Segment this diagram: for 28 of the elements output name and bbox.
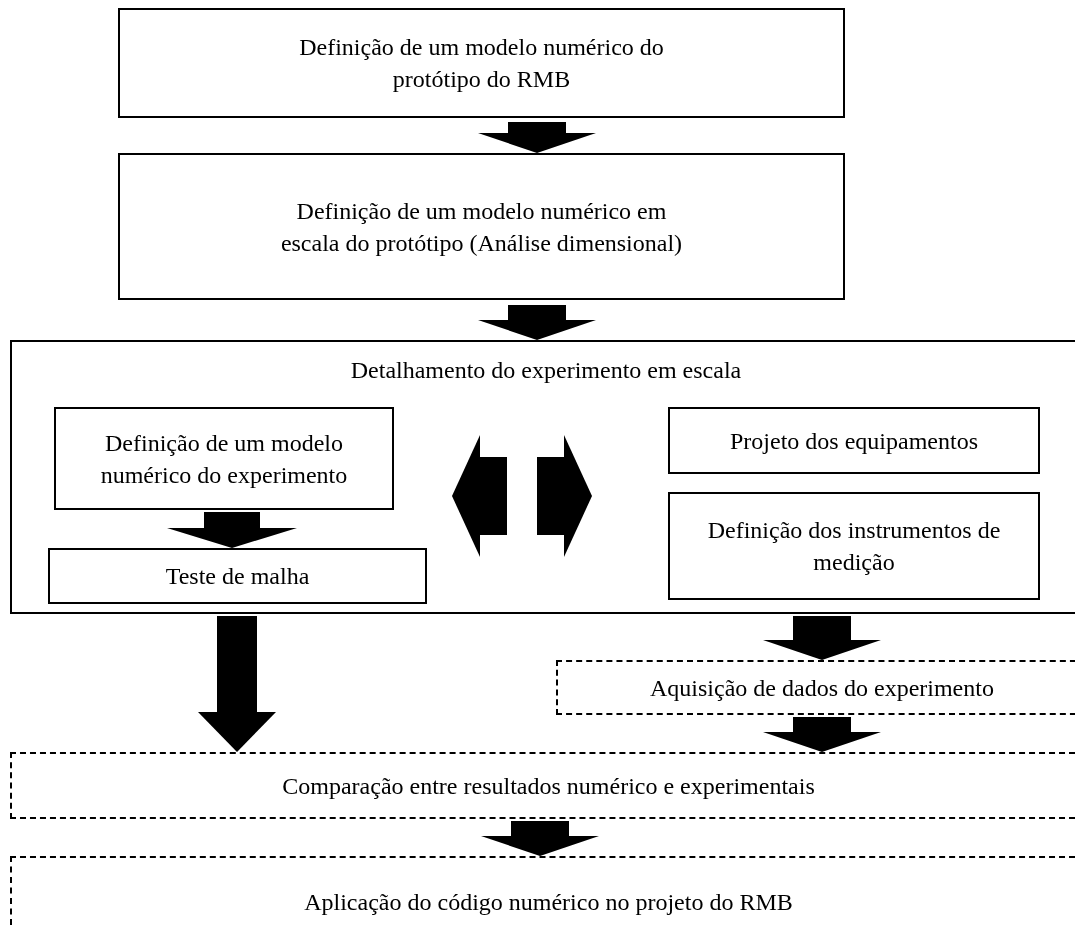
box-text: Comparação entre resultados numérico e experimentais xyxy=(282,771,815,801)
box-text: Definição de um modelo numérico do experimento xyxy=(99,428,349,490)
block-arrow xyxy=(452,435,507,557)
box-text: Aplicação do código numérico no projeto do RMB xyxy=(304,888,793,917)
dashed-process-box xyxy=(10,752,1075,819)
block-arrow xyxy=(167,512,297,548)
block-arrow xyxy=(537,435,592,557)
block-arrow xyxy=(478,122,596,153)
process-box xyxy=(54,407,394,510)
process-box xyxy=(118,8,845,118)
dashed-process-box xyxy=(556,660,1075,715)
box-text: Projeto dos equipamentos xyxy=(730,426,978,456)
block-arrow xyxy=(763,717,881,752)
group-box xyxy=(10,340,1075,614)
block-arrow xyxy=(763,616,881,660)
box-text: Definição dos instrumentos de medição xyxy=(706,516,1002,577)
box-text: Teste de malha xyxy=(165,562,310,591)
process-box xyxy=(118,153,845,300)
box-text: Aquisição de dados do experimento xyxy=(650,673,994,703)
process-box xyxy=(668,407,1040,474)
process-box xyxy=(48,548,427,604)
box-text: Detalhamento do experimento em escala xyxy=(350,356,742,385)
block-arrow xyxy=(198,616,276,752)
process-box xyxy=(668,492,1040,600)
block-arrow xyxy=(481,821,599,856)
box-text: Definição de um modelo numérico do protótipo do RMB xyxy=(298,33,665,94)
block-arrow xyxy=(478,305,596,340)
box-text: Definição de um modelo numérico em escala do protótipo (Análise dimensional) xyxy=(279,196,684,258)
